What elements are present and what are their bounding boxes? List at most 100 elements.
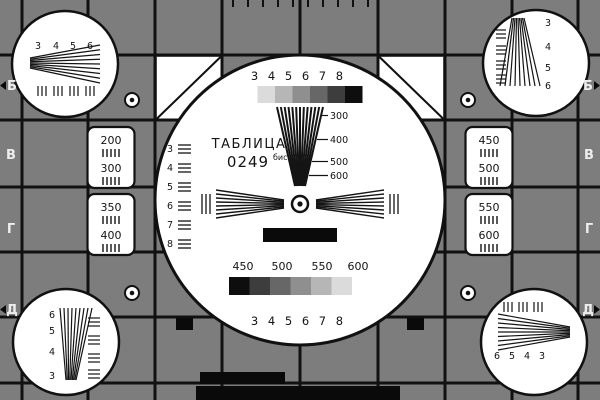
tr-num-4: 4 (545, 42, 551, 53)
panel-lb-ticks-1 (102, 216, 120, 224)
tl-num-3: 3 (35, 41, 41, 52)
panel-left-bottom: 350 400 (86, 192, 136, 257)
circle-top-scale: 3 4 5 6 7 8 (251, 69, 343, 83)
side-scale-3: 3 (167, 144, 173, 155)
tl-fan (29, 44, 101, 84)
bullseye-bottom-right (460, 285, 476, 301)
grayscale-top (240, 86, 363, 103)
tr-num-6: 6 (545, 81, 551, 92)
side-scale-7: 7 (167, 220, 173, 231)
tl-ticks-4 (85, 86, 95, 96)
panel-value-300: 300 (101, 162, 122, 175)
edge-letter-left-b: Б (7, 79, 17, 94)
bullseye-bottom-left (124, 285, 140, 301)
bl-num-3: 3 (49, 371, 55, 382)
bl-num-4: 4 (49, 347, 55, 358)
ladder-group-1 (178, 144, 191, 154)
edge-letter-right-g: Г (585, 222, 593, 237)
corner-circle-top-left: 3 4 5 6 (10, 9, 120, 119)
br-num-3: 3 (539, 351, 545, 362)
freq-label-500: 500 (330, 157, 348, 168)
freq-label-400: 400 (330, 135, 348, 146)
corner-circle-top-right: 3 4 5 6 (481, 8, 591, 118)
br-num-5: 5 (509, 351, 515, 362)
panel-lb-ticks-2 (102, 244, 120, 252)
bl-ticks-3 (88, 353, 100, 363)
black-square-right (407, 318, 424, 330)
vertical-wedge-marks (309, 114, 328, 177)
edge-letter-left-d: Д (6, 303, 18, 318)
mid-label-450: 450 (233, 260, 254, 273)
tr-ticks-3 (496, 60, 506, 70)
edge-letter-left-g: Г (7, 222, 15, 237)
grayscale-bottom (229, 277, 373, 295)
edge-letter-right-d: Д (582, 303, 594, 318)
tl-num-5: 5 (70, 41, 76, 52)
corner-circle-bottom-right: 6 5 4 3 (479, 287, 589, 397)
freq-label-300: 300 (330, 111, 348, 122)
bl-ticks-1 (88, 317, 100, 327)
bottom-bar-short (200, 372, 285, 384)
corner-circle-bottom-left: 6 5 4 3 (11, 287, 121, 397)
bullseye-top-left (124, 92, 140, 108)
ladder-group-5 (178, 220, 191, 230)
panel-right-top: 450 500 (464, 125, 514, 190)
br-num-4: 4 (524, 351, 530, 362)
panel-value-550: 550 (479, 201, 500, 214)
panel-value-350: 350 (101, 201, 122, 214)
ladder-group-6 (178, 239, 191, 249)
bullseye-top-right (460, 92, 476, 108)
panel-left-top: 200 300 (86, 125, 136, 190)
mid-label-600: 600 (348, 260, 369, 273)
row-arrow-right-b (594, 81, 600, 90)
edge-letter-right-v: В (584, 148, 594, 163)
panel-value-400: 400 (101, 229, 122, 242)
center-fan-right (315, 189, 385, 219)
black-square-left (176, 318, 193, 330)
ladder-group-3 (178, 182, 191, 192)
table-code: 0249 (227, 153, 269, 171)
row-arrow-right-d (594, 305, 600, 314)
edge-letter-left-v: В (6, 148, 16, 163)
br-ticks-1 (503, 302, 513, 312)
bl-num-6: 6 (49, 310, 55, 321)
panel-value-500: 500 (479, 162, 500, 175)
row-arrow-left-d (0, 305, 6, 314)
panel-right-bottom: 550 600 (464, 192, 514, 257)
tr-num-5: 5 (545, 63, 551, 74)
center-target (290, 194, 310, 214)
panel-lt-ticks-2 (102, 177, 120, 185)
tl-ticks-2 (53, 86, 63, 96)
top-ruler-ticks (232, 0, 369, 7)
panel-rb-ticks-2 (480, 244, 498, 252)
tr-ticks-2 (496, 45, 506, 55)
bottom-bar-long (196, 386, 400, 400)
side-scale-5: 5 (167, 182, 173, 193)
side-scale-8: 8 (167, 239, 173, 250)
panel-rb-ticks-1 (480, 216, 498, 224)
br-num-6: 6 (494, 351, 500, 362)
table-code-suffix: бис (273, 153, 288, 162)
center-black-bar (263, 228, 337, 242)
side-scale-4: 4 (167, 163, 173, 174)
mid-label-550: 550 (312, 260, 333, 273)
panel-value-450: 450 (479, 134, 500, 147)
side-scale-6: 6 (167, 201, 173, 212)
bl-ticks-2 (88, 335, 100, 345)
vertical-wedge-fan (276, 106, 324, 187)
center-fan-left (215, 189, 285, 219)
tl-ticks-3 (69, 86, 79, 96)
table-title: ТАБЛИЦА (211, 137, 287, 152)
edge-letter-right-b: Б (583, 79, 593, 94)
tl-ticks-1 (37, 86, 47, 96)
panel-lt-ticks-1 (102, 149, 120, 157)
freq-label-600: 600 (330, 171, 348, 182)
mid-label-500: 500 (272, 260, 293, 273)
center-fan-left-ticks (201, 194, 211, 214)
br-ticks-2 (518, 302, 528, 312)
panel-rt-ticks-1 (480, 149, 498, 157)
bl-fan (59, 307, 93, 381)
panel-value-600: 600 (479, 229, 500, 242)
tr-ticks-4 (496, 74, 506, 84)
